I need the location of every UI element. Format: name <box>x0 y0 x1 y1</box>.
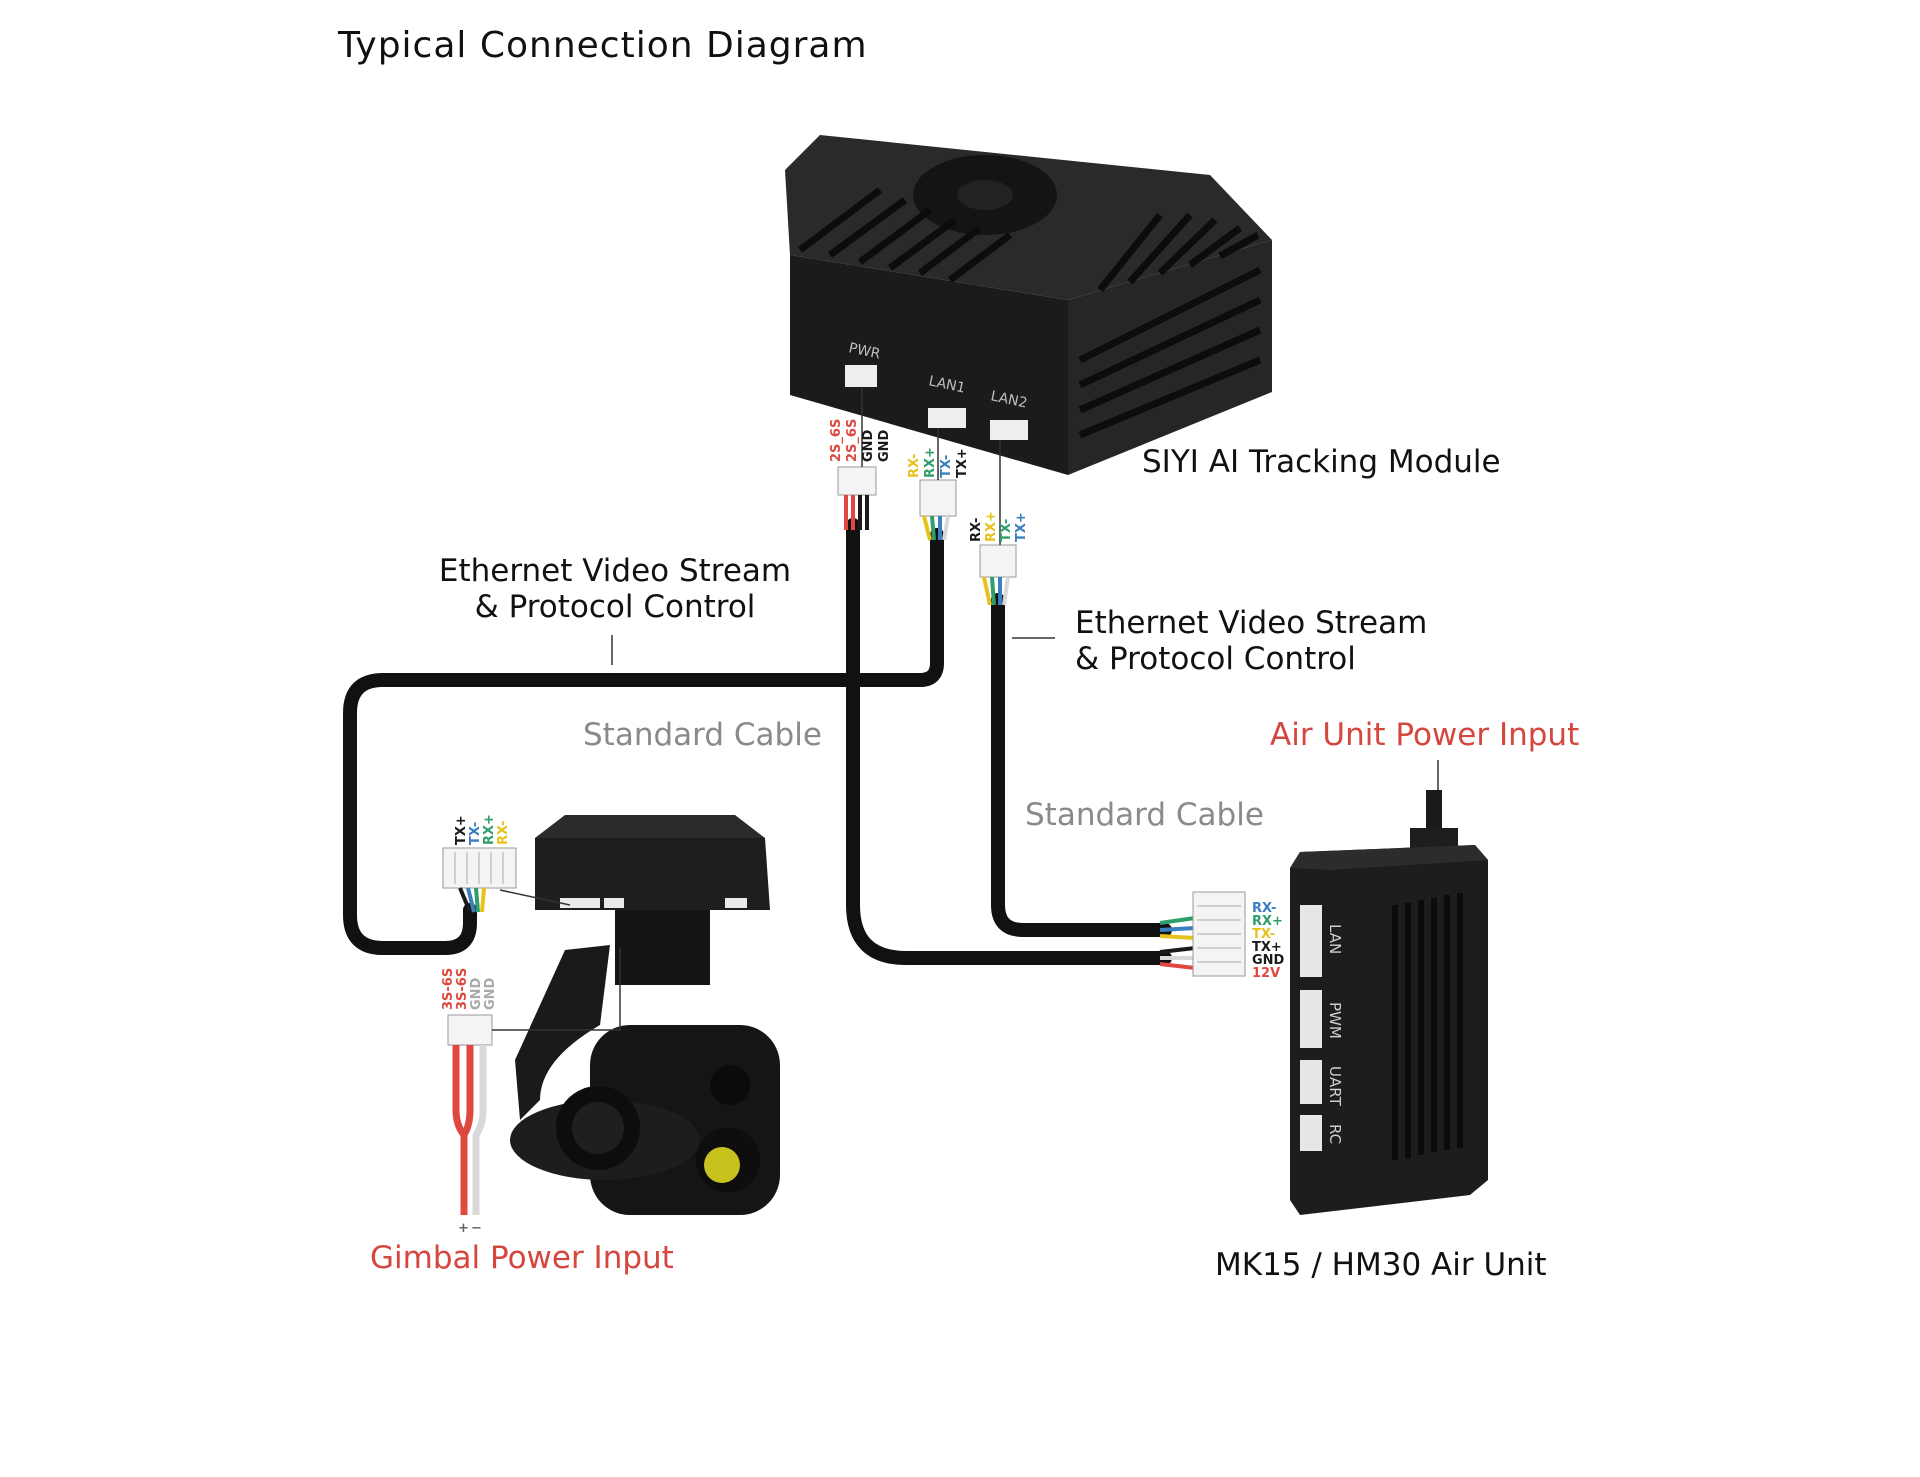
air-unit-label: MK15 / HM30 Air Unit <box>1215 1247 1547 1283</box>
pin-label: 3S-6S <box>455 968 470 1010</box>
pin-label: GND <box>469 977 484 1010</box>
gimbal-power-label: Gimbal Power Input <box>370 1240 674 1276</box>
diagram-title: Typical Connection Diagram <box>337 25 868 66</box>
lan2-connector <box>979 544 1017 578</box>
ethernet-label-left-line2: & Protocol Control <box>475 589 756 625</box>
pin-label: TX- <box>939 455 954 478</box>
air-unit-pwm-port <box>1300 990 1322 1048</box>
ethernet-label-right-line1: Ethernet Video Stream <box>1075 605 1427 641</box>
air-unit-fins <box>1392 893 1463 1160</box>
pin-label: TX- <box>468 822 483 845</box>
pin-label: TX- <box>1252 927 1275 942</box>
cable-lan1-to-gimbal <box>343 528 944 955</box>
pin-label: RX+ <box>482 814 497 845</box>
air-unit-lan-port <box>1300 905 1322 977</box>
pin-label: RX- <box>907 454 922 478</box>
sensor-icon <box>710 1065 750 1105</box>
tracking-module-label: SIYI AI Tracking Module <box>1142 444 1501 480</box>
air-unit-port-label: RC <box>1326 1124 1344 1144</box>
gimbal-camera <box>510 815 780 1215</box>
module-power-pins: 2S_6S 2S_6S GND GND <box>829 419 892 462</box>
gimbal-neck <box>615 910 710 985</box>
thermal-lens-glass <box>704 1147 740 1183</box>
pin-label: RX+ <box>923 447 938 478</box>
air-unit-lan-connector <box>1192 891 1246 977</box>
fan-hub <box>957 180 1013 210</box>
pin-label: GND <box>877 429 892 462</box>
pin-label: GND <box>483 977 498 1010</box>
leader-lines <box>611 635 1439 790</box>
polarity-minus: − <box>471 1221 482 1236</box>
standard-cable-label-right: Standard Cable <box>1025 797 1264 833</box>
cooling-fins <box>797 187 1262 439</box>
ethernet-label-left-line1: Ethernet Video Stream <box>439 553 791 589</box>
pin-label: TX+ <box>1014 512 1029 542</box>
gimbal-ethernet-pins: TX+ TX- RX+ RX- <box>454 814 511 845</box>
pin-label: TX+ <box>1252 940 1282 955</box>
pin-label: 2S_6S <box>845 419 860 462</box>
pin-label: GND <box>1252 953 1285 968</box>
pin-label: RX+ <box>1252 914 1283 929</box>
cable-power-to-air-unit <box>846 518 1172 965</box>
tracking-module: PWR LAN1 LAN2 <box>785 135 1272 475</box>
gimbal-ethernet-connector <box>442 847 571 913</box>
cable-lan2-to-air-unit <box>991 593 1172 937</box>
air-unit-body <box>1290 845 1488 1215</box>
air-unit-top <box>1290 845 1488 870</box>
pin-label: RX- <box>969 518 984 542</box>
air-unit-uart-port <box>1300 1060 1322 1104</box>
pin-label: TX+ <box>955 448 970 478</box>
pin-label: 2S_6S <box>829 419 844 462</box>
gimbal-top-lid <box>535 815 765 838</box>
gimbal-top-box <box>535 838 770 910</box>
pin-label: RX+ <box>984 511 999 542</box>
lan1-port-label: LAN1 <box>927 373 967 396</box>
pin-label: RX- <box>1252 901 1276 916</box>
lan1-connector <box>919 479 957 517</box>
air-unit-wire-ends <box>1159 916 1196 970</box>
gimbal-power-pins: 3S-6S 3S-6S GND GND <box>441 968 498 1010</box>
air-unit-power-label: Air Unit Power Input <box>1270 717 1579 753</box>
module-lan1-pins: RX- RX+ TX- TX+ <box>907 447 970 478</box>
gimbal-port <box>725 898 747 908</box>
gimbal-port <box>604 898 624 908</box>
pin-label: TX+ <box>454 815 469 845</box>
module-connectors <box>837 388 1017 606</box>
gimbal-power-connector: + − <box>447 948 621 1236</box>
air-unit: LAN PWM UART RC <box>1290 790 1488 1215</box>
air-unit-port-label: UART <box>1326 1066 1344 1107</box>
air-unit-power-plug <box>1426 790 1442 830</box>
power-connector <box>837 466 877 496</box>
lan2-port-label: LAN2 <box>989 388 1029 411</box>
gimbal-port <box>560 898 600 908</box>
pin-label: GND <box>861 429 876 462</box>
air-unit-lan-pins: RX- RX+ TX- TX+ GND 12V <box>1252 901 1285 981</box>
pwr-port-label: PWR <box>847 340 882 362</box>
standard-cable-label-left: Standard Cable <box>583 717 822 753</box>
air-unit-rc-port <box>1300 1115 1322 1151</box>
camera-lens-inner <box>572 1102 624 1154</box>
pin-label: 3S-6S <box>441 968 456 1010</box>
pin-label: TX- <box>999 519 1014 542</box>
lan1-port <box>928 408 966 428</box>
pin-label: RX- <box>496 821 511 845</box>
cables <box>343 518 1172 965</box>
air-unit-port-label: PWM <box>1326 1002 1344 1039</box>
lan2-port <box>990 420 1028 440</box>
polarity-plus: + <box>458 1221 469 1236</box>
pin-label: 12V <box>1252 966 1280 981</box>
gimbal-power-plug <box>447 1014 493 1046</box>
pwr-port <box>845 365 877 387</box>
ethernet-label-right-line2: & Protocol Control <box>1075 641 1356 677</box>
gimbal-arm <box>515 945 610 1120</box>
module-lan2-pins: RX- RX+ TX- TX+ <box>969 511 1029 542</box>
air-unit-port-label: LAN <box>1326 924 1344 954</box>
